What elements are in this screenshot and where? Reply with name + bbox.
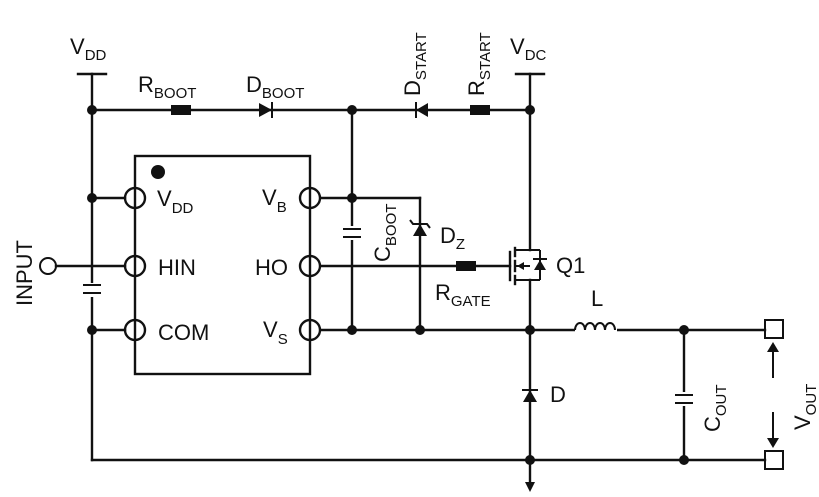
pin-vs-icon (298, 318, 322, 342)
rstart-label: RSTART (464, 32, 494, 96)
pin-hin-icon (123, 254, 147, 278)
q1-label: Q1 (556, 253, 585, 278)
inductor-label: L (591, 286, 603, 311)
vdc-rail-label: VDC (510, 34, 547, 64)
vdd-rail-label: VDD (70, 34, 107, 64)
pin-ho-icon (298, 254, 322, 278)
rboot-label: RBOOT (138, 72, 196, 102)
cout-label: COUT (700, 384, 730, 432)
cout-capacitor-icon (675, 392, 693, 406)
pin-vb-icon (298, 186, 322, 210)
junctions (87, 105, 689, 465)
pin-com-icon (123, 318, 147, 342)
pin-label-vb: VB (262, 185, 287, 216)
pin-label-com: COM (158, 320, 209, 345)
input-terminal-icon (39, 257, 57, 275)
dboot-diode-icon (259, 102, 273, 118)
vout-arrows-icon (767, 342, 779, 448)
freewheel-diode-icon (522, 389, 538, 402)
ground-arrow-icon (525, 482, 535, 492)
pin1-marker-icon (151, 165, 165, 179)
pin-label-hin: HIN (158, 255, 196, 280)
vout-negative-terminal-icon (764, 450, 784, 470)
rstart-resistor-icon (470, 105, 490, 115)
pin-label-ho: HO (255, 255, 288, 280)
vout-label: VOUT (790, 384, 819, 430)
dstart-diode-icon (415, 102, 428, 118)
vout-positive-terminal-icon (764, 319, 784, 339)
wires (54, 72, 767, 486)
freewheel-diode-label: D (550, 382, 566, 407)
cboot-capacitor-icon (343, 226, 361, 240)
input-label: INPUT (12, 240, 37, 306)
cboot-label: CBOOT (370, 204, 400, 262)
q1-mosfet-icon (508, 246, 547, 286)
inductor-icon (574, 320, 617, 332)
dstart-label: DSTART (400, 32, 430, 96)
pin-label-vdd: VDD (157, 186, 194, 217)
gate-driver-ic: VDD HIN COM VB HO VS (123, 154, 322, 376)
rgate-resistor-icon (456, 261, 476, 271)
pin-label-vs: VS (263, 317, 288, 348)
dboot-label: DBOOT (246, 72, 304, 102)
rgate-label: RGATE (435, 280, 491, 310)
dz-label: DZ (440, 223, 465, 253)
rboot-resistor-icon (171, 105, 191, 115)
dz-zener-diode-icon (409, 219, 431, 236)
input-capacitor-icon (83, 283, 101, 297)
pin-vdd-icon (123, 186, 147, 210)
